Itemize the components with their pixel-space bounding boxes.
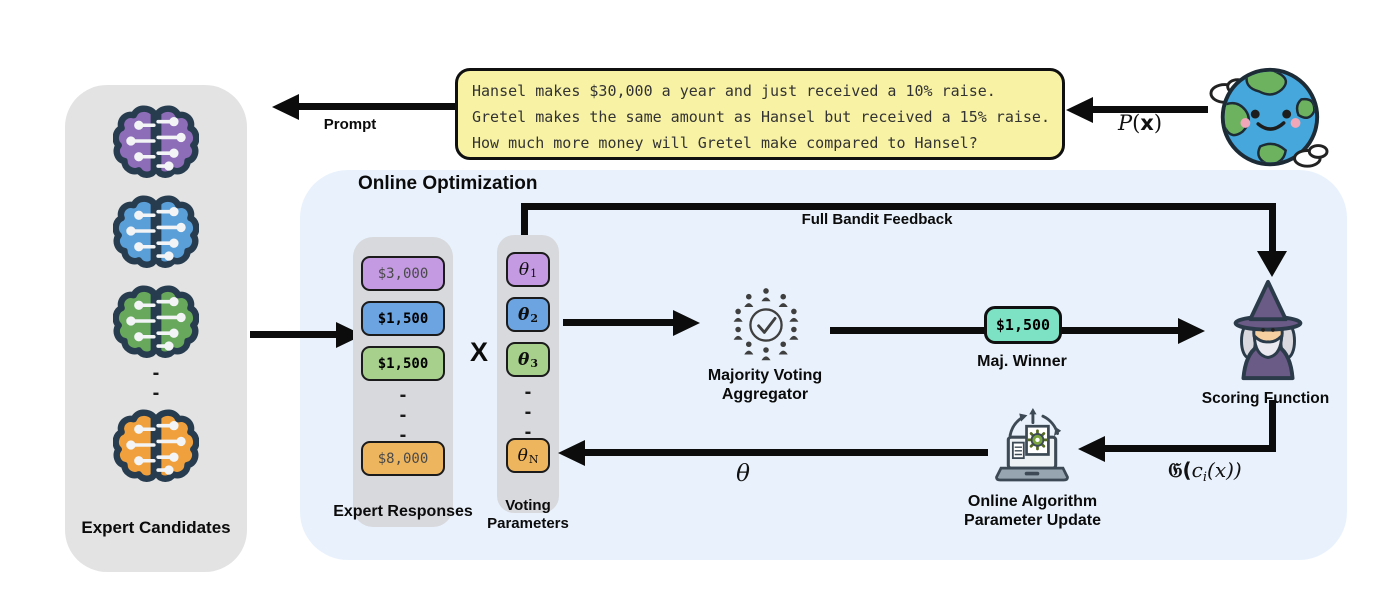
feedback-line [1269, 203, 1276, 255]
theta-arrowhead-icon [558, 439, 585, 466]
ellipsis-dash: - [399, 404, 407, 426]
majority-winner-label: Maj. Winner [977, 353, 1067, 370]
prompt-arrow-label: Prompt [323, 116, 377, 133]
ellipsis-dash: - [399, 384, 407, 406]
expert-candidates-label: Expert Candidates [81, 518, 231, 537]
ellipsis-dash: - [524, 421, 532, 443]
scoring-function-label: Scoring Function [1201, 390, 1330, 407]
score-line [1269, 400, 1276, 452]
theta-return-arrow [584, 449, 988, 456]
expert-responses-column: $3,000 $1,500 $1,500 - - - $8,000 [353, 237, 453, 527]
globe-icon [1202, 60, 1334, 178]
ellipsis-dash: - [152, 362, 160, 384]
majority-voting-label: Majority Voting Aggregator [707, 367, 823, 403]
wizard-icon [1214, 272, 1322, 390]
prompt-text-box: Hansel makes $30,000 a year and just rec… [455, 68, 1065, 160]
prompt-line: Hansel makes $30,000 a year and just rec… [472, 82, 996, 100]
full-bandit-feedback-label: Full Bandit Feedback [801, 211, 953, 228]
cloud-icon [1293, 144, 1329, 168]
update-arrowhead-icon [1078, 435, 1105, 462]
feedback-line [521, 203, 528, 237]
brain-icon [113, 283, 199, 359]
score-signal-label: 𝔊(ci(x)) [1168, 458, 1242, 485]
scoring-arrowhead-icon [1178, 317, 1205, 344]
majority-winner-box: $1,500 [984, 306, 1062, 344]
prompt-line: Gretel makes the same amount as Hansel b… [472, 108, 1050, 126]
ellipsis-dash: - [399, 424, 407, 446]
online-update-label: Online Algorithm Parameter Update [964, 493, 1101, 529]
distribution-label: P(x) [1117, 111, 1163, 135]
prompt-arrow [294, 103, 456, 110]
response-box: $1,500 [361, 346, 445, 381]
brain-icon [113, 103, 199, 179]
score-line [1104, 445, 1276, 452]
environment-arrowhead-icon [1066, 96, 1093, 123]
online-optimization-title: Online Optimization [358, 173, 538, 194]
response-box: $1,500 [361, 301, 445, 336]
prompt-arrowhead-icon [272, 93, 299, 120]
voting-parameters-label: Voting Parameters [487, 497, 569, 532]
environment-arrow [1090, 106, 1208, 113]
response-box: $3,000 [361, 256, 445, 291]
aggregator-arrowhead-icon [673, 309, 700, 336]
multiply-sign: X [469, 337, 488, 367]
candidates-to-responses-arrow [250, 331, 338, 338]
voting-to-aggregator-arrow [563, 319, 675, 326]
response-box: $8,000 [361, 441, 445, 476]
ellipsis-dash: - [524, 401, 532, 423]
brain-icon [113, 407, 199, 483]
theta-signal-label: θ [736, 461, 750, 487]
brain-icon [113, 193, 199, 269]
laptop-update-icon [986, 408, 1078, 490]
expert-candidates-panel: - - Expert Candidates [65, 85, 247, 572]
feedback-line [521, 203, 1276, 210]
ellipsis-dash: - [152, 382, 160, 404]
ellipsis-dash: - [524, 381, 532, 403]
majority-voting-icon [725, 284, 807, 366]
expert-responses-label: Expert Responses [333, 503, 473, 520]
feedback-arrowhead-icon [1257, 251, 1287, 277]
prompt-line: How much more money will Gretel make com… [472, 134, 978, 152]
online-optimization-panel [300, 170, 1347, 560]
